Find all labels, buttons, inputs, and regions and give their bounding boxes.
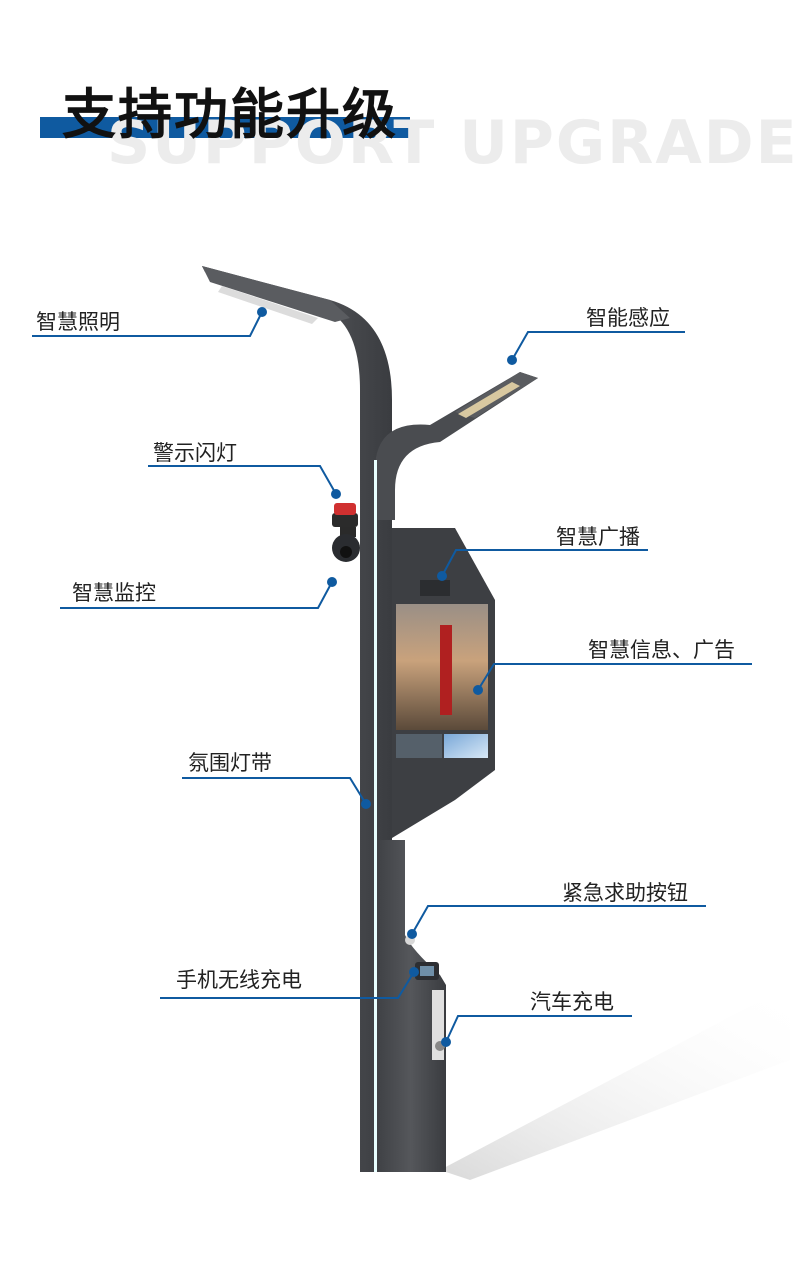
callout-line-monitoring	[60, 581, 333, 609]
screen-figure	[440, 625, 452, 715]
callout-dot-monitoring	[327, 577, 337, 587]
speaker-grille	[420, 580, 450, 596]
callout-line-emergency	[411, 905, 706, 935]
second-lamp-glow	[458, 382, 520, 418]
callout-line-broadcast	[441, 549, 648, 577]
callout-dot-wireless	[409, 967, 419, 977]
label-info-ads: 智慧信息、广告	[588, 638, 735, 662]
callout-dot-ambient-strip	[361, 799, 371, 809]
top-lamp-head	[202, 266, 350, 322]
label-wireless-charging: 手机无线充电	[176, 968, 302, 992]
callout-line-wireless	[160, 971, 415, 999]
callout-line-warning-light	[148, 465, 337, 495]
callout-line-info-ads	[477, 663, 752, 691]
callout-line-ambient-strip	[182, 777, 367, 805]
header: SUPPORT UPGRADE 支持功能升级	[0, 0, 800, 200]
label-ev-charging: 汽车充电	[530, 990, 614, 1014]
ground-shadow	[440, 985, 790, 1180]
screen-thumb-1	[396, 734, 442, 758]
label-sensing: 智能感应	[586, 306, 670, 330]
main-pole	[202, 266, 392, 1172]
warning-light-lamp	[334, 503, 356, 515]
label-warning-light: 警示闪灯	[153, 441, 237, 465]
ambient-light-strip	[374, 460, 377, 1172]
screen-thumb-2	[444, 734, 488, 758]
label-lighting: 智慧照明	[36, 310, 120, 334]
second-arm	[375, 372, 538, 520]
label-monitoring: 智慧监控	[72, 581, 156, 605]
warning-light-base	[332, 513, 358, 527]
page-title: 支持功能升级	[62, 83, 398, 146]
wireless-charger-screen	[420, 966, 434, 976]
top-lamp-glow	[218, 286, 318, 324]
callout-dot-sensing	[507, 355, 517, 365]
label-ambient-strip: 氛围灯带	[188, 751, 272, 775]
callout-line-ev-charging	[445, 1015, 632, 1043]
page-subtitle: SUPPORT UPGRADE	[107, 108, 799, 178]
camera-mount	[340, 527, 356, 537]
label-broadcast: 智慧广播	[556, 525, 640, 549]
callout-line-lighting	[32, 311, 263, 337]
label-emergency-button: 紧急求助按钮	[562, 881, 688, 905]
dome-camera-lens	[340, 546, 352, 558]
callout-dot-lighting	[257, 307, 267, 317]
callout-dot-warning-light	[331, 489, 341, 499]
callout-line-sensing	[511, 331, 685, 361]
callout-dot-emergency	[407, 929, 417, 939]
lower-pole	[375, 840, 446, 1172]
callout-dot-ev-charging	[441, 1037, 451, 1047]
callout-dot-broadcast	[437, 571, 447, 581]
title-accent-bar	[40, 117, 410, 138]
callout-dot-info-ads	[473, 685, 483, 695]
